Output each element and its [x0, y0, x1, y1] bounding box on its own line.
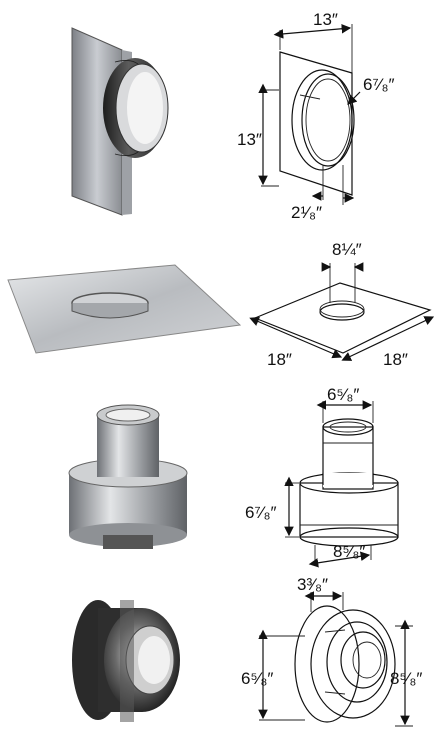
- flashing-side-a-label: 18″: [267, 350, 292, 369]
- flashing-plate-drawing: 8¼″ 18″ 18″: [245, 225, 440, 385]
- termination-cap-drawing: 3³⁄₈″ 6⁵⁄₈″ 8⁵⁄₈″: [241, 575, 440, 742]
- item-row-1: 13″ 13″ 6⁷⁄₈″ 2¹⁄₈″: [0, 0, 440, 225]
- flashing-collar-label: 8¼″: [332, 240, 362, 259]
- plate-width-label: 13″: [313, 10, 338, 29]
- flashing-side-b-label: 18″: [383, 350, 408, 369]
- support-plate-drawing: 13″ 13″ 6⁷⁄₈″ 2¹⁄₈″: [237, 0, 440, 225]
- increaser-drawing: 6⁵⁄₈″ 6⁷⁄₈″ 8⁵⁄₈″: [245, 385, 440, 580]
- collar-diameter-label: 6⁷⁄₈″: [363, 75, 395, 94]
- item-row-3: 6⁵⁄₈″ 6⁷⁄₈″ 8⁵⁄₈″: [0, 385, 440, 580]
- cap-outer-diameter-label: 8⁵⁄₈″: [390, 669, 422, 688]
- increaser-bottom-label: 8⁵⁄₈″: [333, 542, 365, 561]
- increaser-top-label: 6⁵⁄₈″: [327, 385, 359, 404]
- item-row-4: 3³⁄₈″ 6⁵⁄₈″ 8⁵⁄₈″: [0, 575, 440, 742]
- cap-inner-diameter-label: 6⁵⁄₈″: [241, 669, 273, 688]
- plate-height-label: 13″: [237, 130, 262, 149]
- flashing-plate-photo: [0, 225, 245, 385]
- increaser-photo: [55, 385, 205, 580]
- termination-cap-photo: [50, 580, 200, 742]
- increaser-height-label: 6⁷⁄₈″: [245, 503, 277, 522]
- item-row-2: 8¼″ 18″ 18″: [0, 225, 440, 385]
- collar-depth-label: 2¹⁄₈″: [291, 203, 322, 222]
- cap-depth-label: 3³⁄₈″: [297, 575, 328, 594]
- support-plate-photo: [60, 0, 190, 225]
